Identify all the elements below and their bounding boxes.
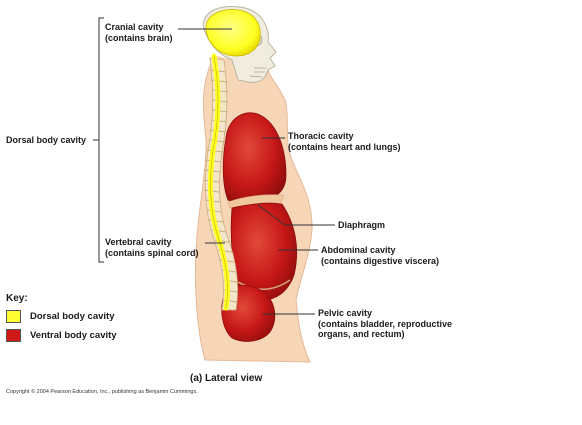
label-pelvic-desc-1: (contains bladder, reproductive bbox=[318, 318, 453, 329]
key-swatch-ventral bbox=[6, 328, 21, 342]
key-title: Key: bbox=[6, 293, 28, 304]
label-abdominal-cavity: Abdominal cavity (contains digestive vis… bbox=[321, 245, 439, 266]
label-diaphragm-title: Diaphragm bbox=[338, 220, 386, 230]
label-vertebral-title: Vertebral cavity bbox=[105, 237, 172, 247]
key-item-ventral: Ventral body cavity bbox=[6, 328, 117, 342]
key-label-ventral: Ventral body cavity bbox=[30, 329, 117, 341]
key-item-dorsal: Dorsal body cavity bbox=[6, 309, 114, 323]
jaw-detail bbox=[249, 67, 266, 78]
label-thoracic-cavity: Thoracic cavity (contains heart and lung… bbox=[288, 131, 401, 152]
label-dorsal-body-cavity: Dorsal body cavity bbox=[6, 135, 86, 146]
pelvic-brim bbox=[237, 279, 291, 291]
figure-caption: (a) Lateral view bbox=[190, 373, 263, 384]
label-abdominal-desc: (contains digestive viscera) bbox=[321, 255, 440, 266]
label-pelvic-desc-2: organs, and rectum) bbox=[318, 329, 405, 339]
key-label-dorsal: Dorsal body cavity bbox=[30, 310, 115, 322]
label-dorsal-title: Dorsal body cavity bbox=[6, 135, 87, 145]
label-diaphragm: Diaphragm bbox=[338, 220, 385, 231]
label-cranial-desc: (contains brain) bbox=[105, 32, 173, 43]
copyright-notice: Copyright © 2004 Pearson Education, Inc.… bbox=[6, 389, 198, 395]
label-vertebral-cavity: Vertebral cavity (contains spinal cord) bbox=[105, 237, 199, 258]
spinal-cord-outline bbox=[210, 55, 228, 309]
label-vertebral-desc: (contains spinal cord) bbox=[105, 247, 199, 258]
thoracic-cavity-shape bbox=[222, 112, 287, 203]
label-abdominal-title: Abdominal cavity bbox=[321, 245, 396, 255]
label-cranial-cavity: Cranial cavity (contains brain) bbox=[105, 22, 173, 43]
label-pelvic-title: Pelvic cavity bbox=[318, 308, 373, 318]
key-swatch-dorsal bbox=[6, 309, 21, 323]
leader-diaphragm bbox=[257, 204, 335, 226]
cranial-cavity-shape bbox=[205, 9, 261, 57]
label-thoracic-title: Thoracic cavity bbox=[288, 131, 354, 141]
label-cranial-title: Cranial cavity bbox=[105, 22, 164, 32]
dorsal-bracket bbox=[93, 17, 104, 263]
leader-lines bbox=[178, 28, 335, 315]
label-pelvic-cavity: Pelvic cavity (contains bladder, reprodu… bbox=[318, 308, 452, 340]
label-thoracic-desc: (contains heart and lungs) bbox=[288, 141, 401, 152]
